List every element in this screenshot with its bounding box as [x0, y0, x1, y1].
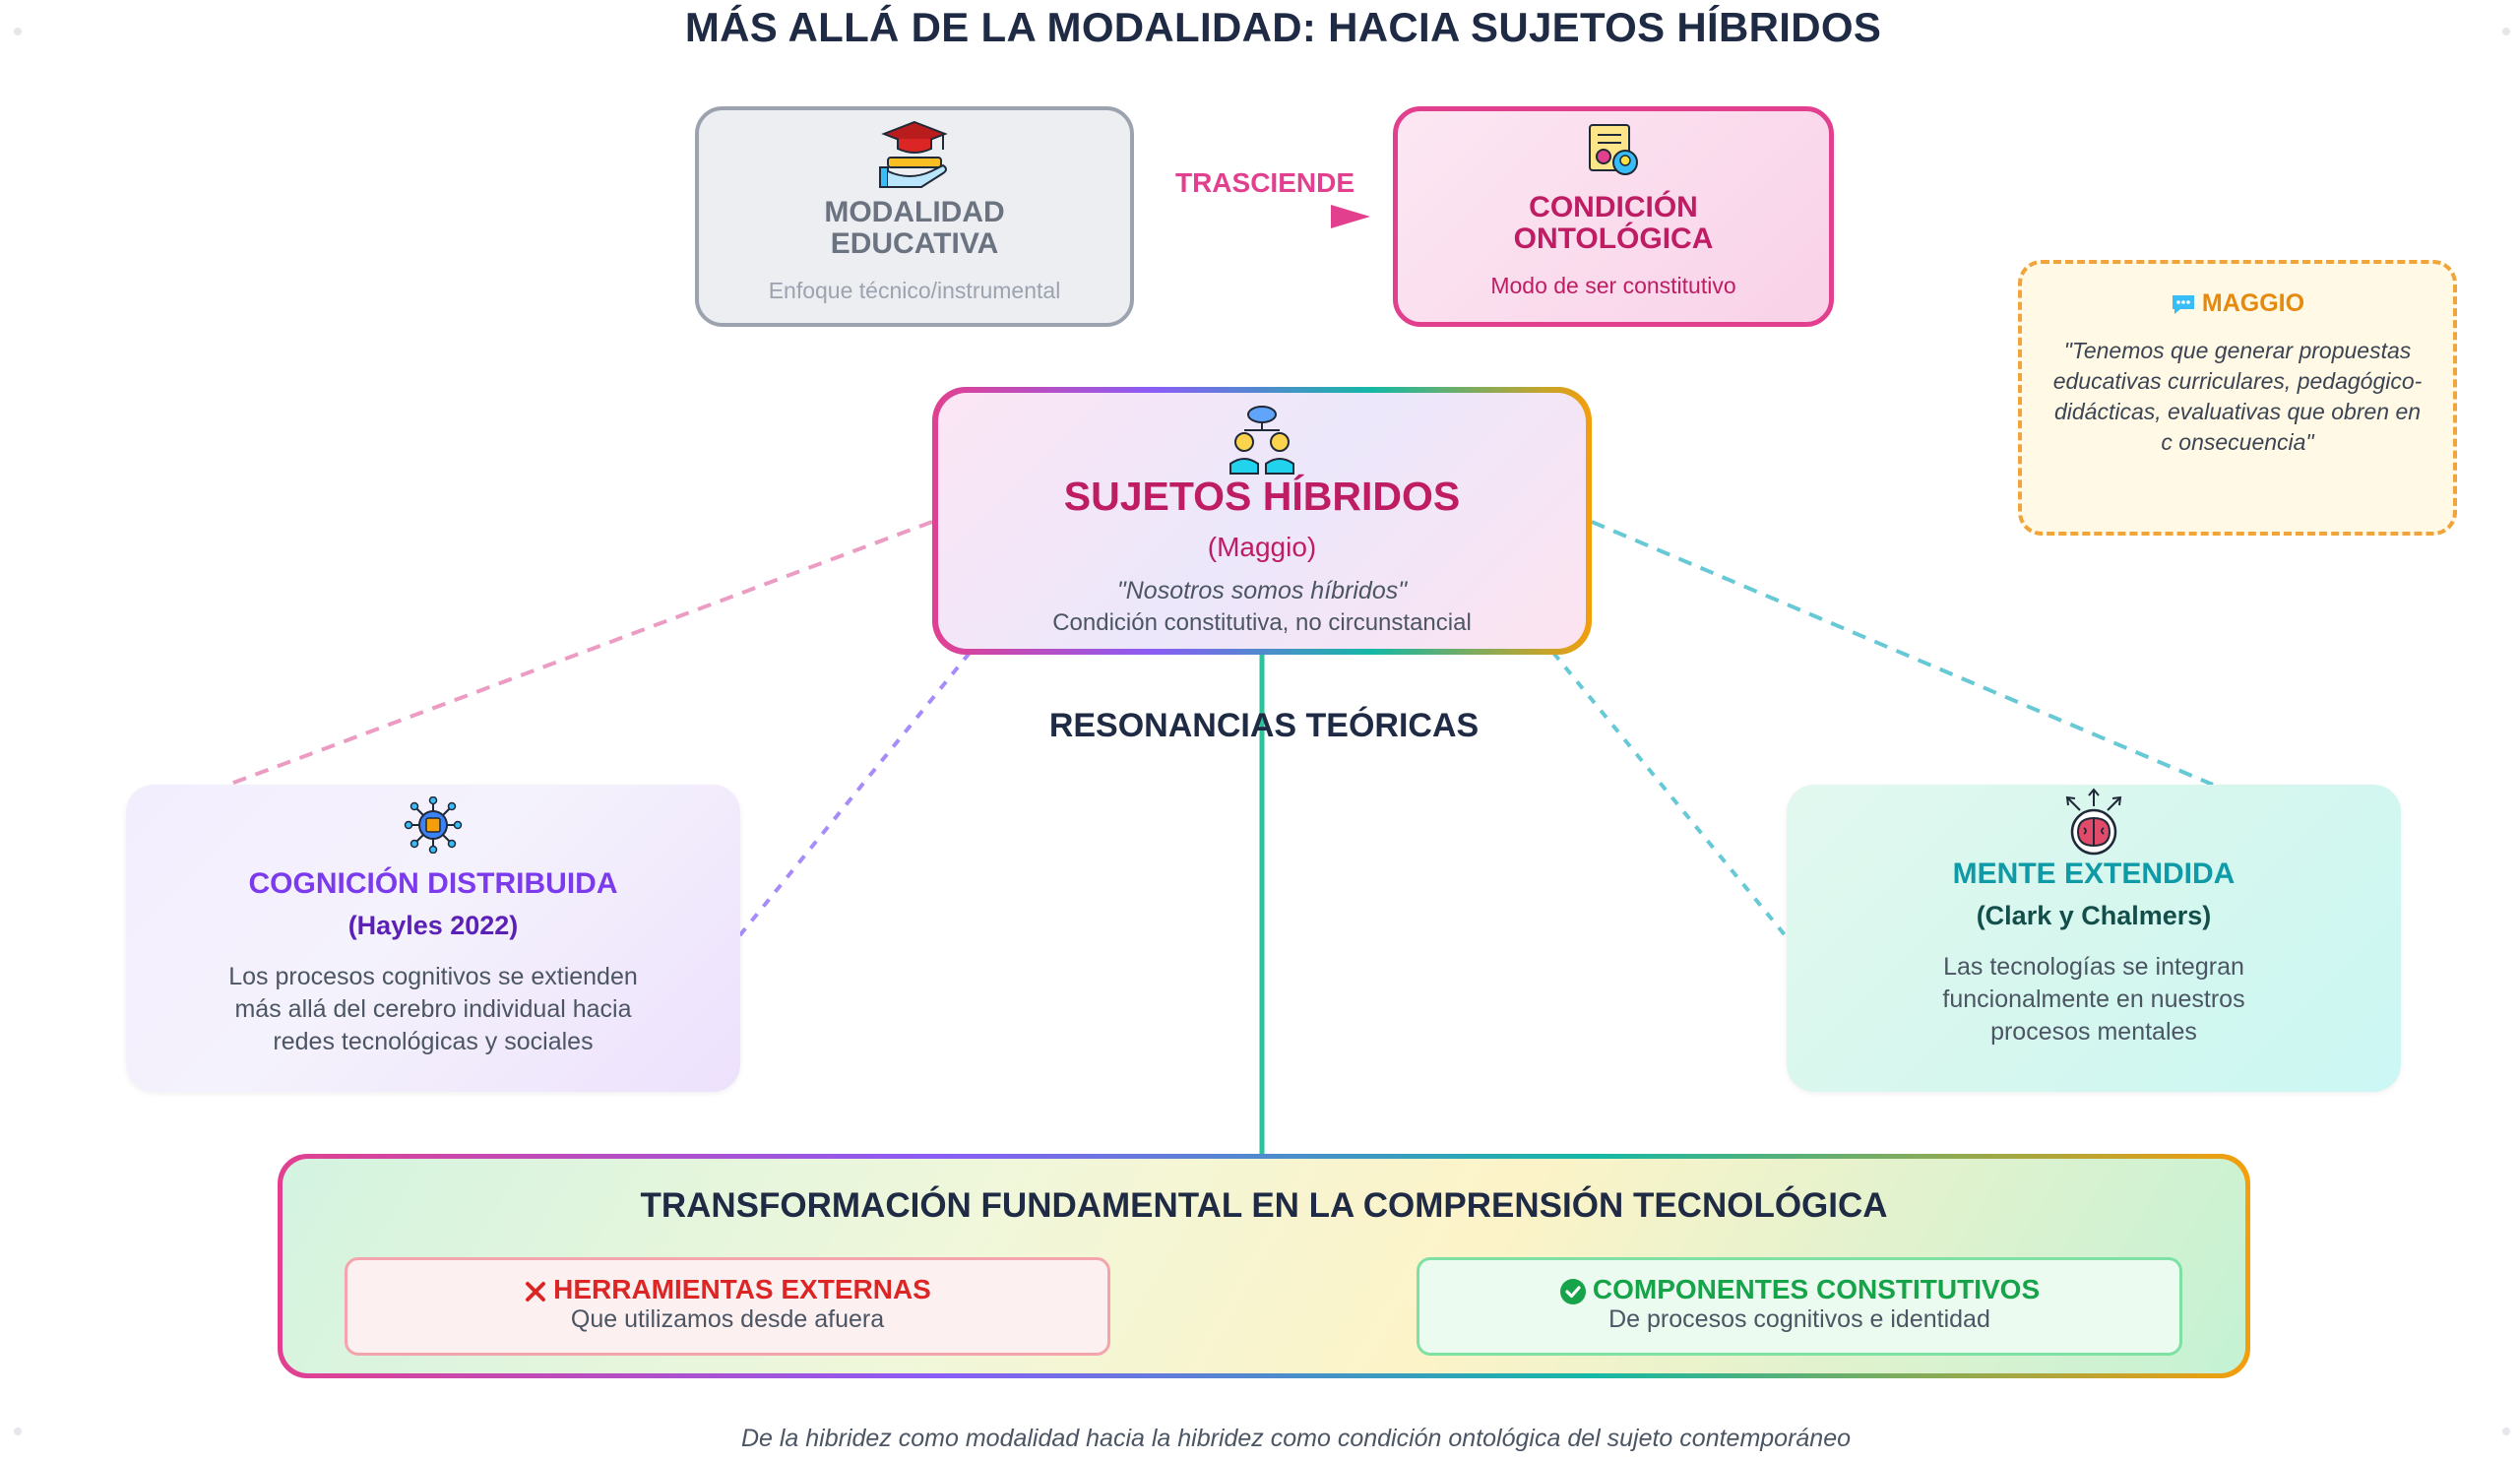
cognicion-title: COGNICIÓN DISTRIBUIDA [248, 867, 618, 900]
ontologica-subtitle: Modo de ser constitutivo [1490, 273, 1736, 298]
mente-title: MENTE EXTENDIDA [1952, 858, 2236, 890]
connected-people-icon [1229, 406, 1294, 475]
componentes-constitutivos-card: COMPONENTES CONSTITUTIVOS De procesos co… [1417, 1257, 2182, 1356]
footer-caption: De la hibridez como modalidad hacia la h… [740, 1425, 1852, 1452]
herramientas-title: HERRAMIENTAS EXTERNAS [553, 1274, 931, 1304]
herramientas-externas-card: HERRAMIENTAS EXTERNAS Que utilizamos des… [345, 1257, 1110, 1356]
dashed-line-purple [736, 651, 972, 939]
ontologica-title-line2: ONTOLÓGICA [1513, 222, 1714, 255]
dashed-line-pink [227, 520, 933, 787]
cognicion-text: Los procesos cognitivos se extienden más… [228, 963, 638, 1055]
hub-author: (Maggio) [1207, 532, 1317, 562]
cognicion-distribuida-box: COGNICIÓN DISTRIBUIDA (Hayles 2022) Los … [126, 785, 740, 1092]
brain-arrows-icon [2065, 788, 2122, 856]
sujetos-hibridos-box: SUJETOS HÍBRIDOS (Maggio) "Nosotros somo… [932, 387, 1592, 655]
maggio-quote-text: "Tenemos que generar propuestas educativ… [2052, 338, 2423, 455]
dashed-line-teal-lower [1551, 651, 1789, 939]
graduation-hand-icon [879, 120, 948, 188]
mente-text: Las tecnologías se integran funcionalmen… [1942, 953, 2245, 1046]
mente-author: (Clark y Chalmers) [1976, 901, 2212, 930]
maggio-heading: MAGGIO [2201, 289, 2305, 317]
modalidad-educativa-box: MODALIDAD EDUCATIVA Enfoque técnico/inst… [695, 106, 1134, 327]
network-chip-icon [404, 796, 463, 854]
corner-dot [2502, 1428, 2510, 1435]
resonancias-heading: RESONANCIAS TEÓRICAS [1048, 707, 1480, 744]
hub-subtitle: Condición constitutiva, no circunstancia… [1052, 609, 1472, 636]
cognicion-author: (Hayles 2022) [347, 911, 519, 940]
trasciende-arrow [1134, 205, 1370, 228]
dashed-line-teal-upper [1591, 520, 2214, 787]
cross-icon [526, 1281, 546, 1302]
transformacion-title: TRANSFORMACIÓN FUNDAMENTAL EN LA COMPREN… [640, 1186, 1888, 1225]
hub-quote: "Nosotros somos híbridos" [1116, 577, 1408, 604]
modalidad-title-line1: MODALIDAD [824, 196, 1005, 228]
corner-dot [14, 28, 22, 35]
identity-document-icon [1589, 124, 1638, 175]
ontologica-title-line1: CONDICIÓN [1529, 191, 1698, 223]
componentes-subtitle: De procesos cognitivos e identidad [1608, 1305, 1990, 1333]
corner-dot [2502, 28, 2510, 35]
modalidad-subtitle: Enfoque técnico/instrumental [768, 278, 1061, 303]
maggio-quote-box: MAGGIO "Tenemos que generar propuestas e… [2018, 260, 2457, 536]
condicion-ontologica-box: CONDICIÓN ONTOLÓGICA Modo de ser constit… [1393, 106, 1834, 327]
modalidad-title-line2: EDUCATIVA [830, 227, 999, 260]
transformacion-box: TRANSFORMACIÓN FUNDAMENTAL EN LA COMPREN… [278, 1154, 2250, 1378]
hub-title: SUJETOS HÍBRIDOS [1063, 474, 1461, 519]
mente-extendida-box: MENTE EXTENDIDA (Clark y Chalmers) Las t… [1787, 785, 2401, 1092]
trasciende-label: TRASCIENDE [1174, 167, 1354, 198]
speech-bubble-icon [2172, 295, 2194, 315]
herramientas-subtitle: Que utilizamos desde afuera [570, 1305, 885, 1333]
componentes-title: COMPONENTES CONSTITUTIVOS [1592, 1274, 2041, 1304]
check-circle-icon [1559, 1278, 1586, 1304]
page-title: MÁS ALLÁ DE LA MODALIDAD: HACIA SUJETOS … [684, 4, 1882, 50]
corner-dot [14, 1428, 22, 1435]
